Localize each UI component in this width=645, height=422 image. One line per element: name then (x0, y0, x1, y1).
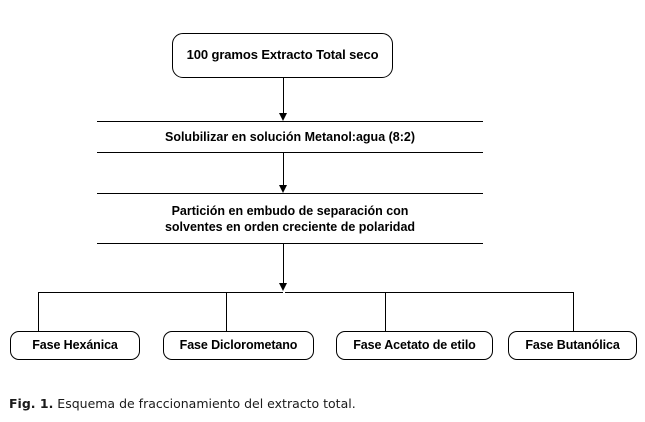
flowchart-node-output-hexanica[interactable]: Fase Hexánica (10, 331, 140, 360)
flowchart-node-output-butanolica[interactable]: Fase Butanólica (508, 331, 637, 360)
connector-to-output-2 (226, 292, 227, 331)
connector-step2-to-split (283, 244, 284, 288)
connector-step1-to-step2 (283, 153, 284, 187)
flowchart-node-start[interactable]: 100 gramos Extracto Total seco (172, 33, 393, 78)
figure-number: Fig. 1. (9, 396, 54, 411)
connector-to-output-4 (573, 292, 574, 331)
figure-caption-text: Esquema de fraccionamiento del extracto … (53, 396, 356, 411)
flowchart-node-step2[interactable]: Partición en embudo de separación con so… (97, 193, 483, 244)
connector-to-output-1 (38, 292, 39, 331)
split-bus-right (285, 292, 573, 293)
flowchart-node-output-acetato-de-etilo[interactable]: Fase Acetato de etilo (336, 331, 493, 360)
connector-start-to-step1 (283, 78, 284, 114)
flowchart-node-step1[interactable]: Solubilizar en solución Metanol:agua (8:… (97, 121, 483, 153)
arrowhead-step1 (279, 113, 287, 121)
split-bus-left (38, 292, 283, 293)
flowchart-node-output-diclorometano[interactable]: Fase Diclorometano (163, 331, 314, 360)
figure-caption: Fig. 1. Esquema de fraccionamiento del e… (9, 396, 356, 411)
arrowhead-split (279, 283, 287, 291)
flowchart-canvas: 100 gramos Extracto Total seco Solubiliz… (10, 33, 637, 360)
step2-line-1: Partición en embudo de separación con (171, 203, 409, 218)
step2-line-2: solventes en orden creciente de polarida… (164, 219, 416, 234)
arrowhead-step2 (279, 185, 287, 193)
connector-to-output-3 (385, 292, 386, 331)
